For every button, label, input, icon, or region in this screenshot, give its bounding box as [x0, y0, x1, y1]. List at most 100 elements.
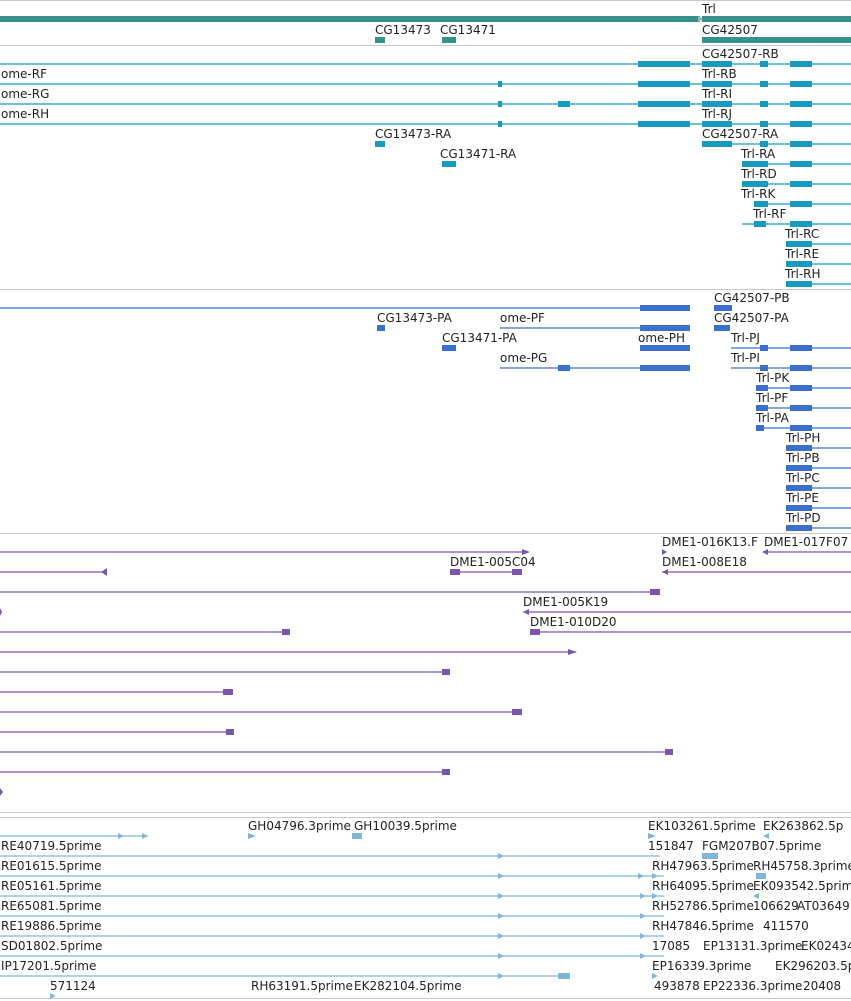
protein-label: Trl-PD — [785, 511, 821, 525]
protein-label: Trl-PI — [730, 351, 760, 365]
est-label: EP16339.3prime — [652, 959, 751, 973]
clone-label: DME1-008E18 — [662, 555, 747, 569]
transcript-exons[interactable] — [375, 141, 385, 147]
transcript-label: Trl-RB — [701, 67, 737, 81]
protein-label: CG13473-PA — [377, 311, 453, 325]
est-label: IP17201.5prime — [1, 959, 96, 973]
est-label: SD01802.5prime — [1, 939, 102, 953]
est-arrow — [640, 913, 646, 919]
gene-label: CG42507 — [702, 23, 758, 37]
protein-exons[interactable] — [377, 325, 385, 331]
est-label: EK02434 — [801, 939, 851, 953]
est-arrow — [498, 893, 504, 899]
protein-label: ome-PF — [500, 311, 545, 325]
est-arrow — [498, 913, 504, 919]
clone-end — [442, 669, 450, 675]
est-block[interactable] — [352, 833, 362, 839]
gene-feature-arrow — [698, 16, 704, 22]
protein-exons[interactable] — [760, 345, 768, 351]
est-label: 571124 — [50, 979, 96, 993]
protein-exons[interactable] — [558, 365, 570, 371]
gene-feature[interactable] — [375, 37, 385, 43]
est-label: 151847 — [648, 839, 694, 853]
est-label: RH63191.5prime — [251, 979, 353, 993]
gene-label: Trl — [701, 2, 716, 16]
protein-label: Trl-PB — [785, 451, 820, 465]
transcript-label: ome-RF — [1, 67, 47, 81]
clone-end — [512, 709, 522, 715]
transcript-exons[interactable] — [498, 61, 812, 127]
transcript-exons[interactable] — [742, 161, 812, 287]
protein-label: Trl-PA — [755, 411, 790, 425]
est-label: EK093542.5prime — [753, 879, 851, 893]
transcript-label: Trl-RE — [784, 247, 819, 261]
est-block[interactable] — [558, 973, 570, 979]
est-arrow — [753, 893, 759, 899]
protein-exons[interactable] — [790, 345, 812, 351]
clone-track: DME1-016K13.F DME1-017F07 DME1-005C04 DM… — [0, 535, 851, 796]
clone-label: DME1-016K13.F — [662, 535, 758, 549]
transcript-exons[interactable] — [702, 141, 812, 147]
est-arrow — [498, 953, 504, 959]
protein-exons[interactable] — [640, 305, 690, 311]
est-label: FGM207B07.5prime — [702, 839, 821, 853]
transcript-label: Trl-RK — [740, 187, 777, 201]
est-label: RH47846.5prime — [652, 919, 754, 933]
est-label: RE01615.5prime — [1, 859, 102, 873]
est-arrow — [498, 873, 504, 879]
est-label: EK296203.5p — [775, 959, 851, 973]
protein-exons[interactable] — [760, 365, 768, 371]
transcript-label: CG13473-RA — [375, 127, 452, 141]
protein-exons[interactable] — [714, 325, 730, 331]
protein-label: Trl-PF — [755, 391, 788, 405]
protein-exons[interactable] — [640, 325, 690, 331]
gene-label: CG13471 — [440, 23, 496, 37]
clone-end — [523, 609, 529, 615]
protein-exons[interactable] — [640, 345, 690, 351]
clone-label: DME1-005K19 — [523, 595, 608, 609]
clone-end — [568, 649, 577, 655]
est-label: 106629 — [753, 899, 799, 913]
gene-feature[interactable] — [442, 37, 456, 43]
transcript-exons[interactable] — [442, 161, 456, 167]
est-arrow — [142, 833, 148, 839]
protein-exons[interactable] — [714, 305, 732, 311]
clone-end — [530, 629, 540, 635]
est-arrow — [248, 833, 256, 839]
est-arrow — [498, 933, 504, 939]
est-label: RH47963.5prime — [652, 859, 754, 873]
gene-track: Trl CG13473 CG13471 CG42507 — [0, 2, 851, 43]
protein-exons[interactable] — [790, 365, 812, 371]
est-label: EK282104.5prime — [354, 979, 462, 993]
clone-label: DME1-017F07 — [764, 535, 848, 549]
protein-label: ome-PG — [500, 351, 547, 365]
est-arrow — [648, 833, 656, 839]
protein-exons[interactable] — [756, 385, 812, 531]
est-arrow — [652, 893, 658, 899]
transcript-label: CG13471-RA — [440, 147, 517, 161]
gene-feature[interactable] — [0, 16, 700, 22]
est-arrow — [118, 833, 124, 839]
protein-exons[interactable] — [442, 345, 456, 351]
est-label: RH64095.5prime — [652, 879, 754, 893]
est-label: GH10039.5prime — [354, 819, 457, 833]
transcript-label: Trl-RI — [701, 87, 732, 101]
est-block[interactable] — [756, 873, 766, 879]
est-block[interactable] — [702, 853, 718, 859]
clone-end — [662, 569, 668, 575]
est-label: EK263862.5p — [763, 819, 843, 833]
clone-end — [665, 749, 673, 755]
gene-feature[interactable] — [702, 16, 851, 22]
protein-exons[interactable] — [640, 365, 690, 371]
est-label: RE05161.5prime — [1, 879, 102, 893]
est-arrow — [640, 893, 646, 899]
gene-feature[interactable] — [702, 37, 851, 43]
est-label: 17085 — [652, 939, 690, 953]
protein-label: Trl-PE — [785, 491, 819, 505]
protein-label: CG13471-PA — [442, 331, 518, 345]
est-arrow — [50, 993, 56, 999]
clone-end — [650, 589, 660, 595]
clone-end — [223, 689, 233, 695]
transcript-label: Trl-RA — [740, 147, 776, 161]
